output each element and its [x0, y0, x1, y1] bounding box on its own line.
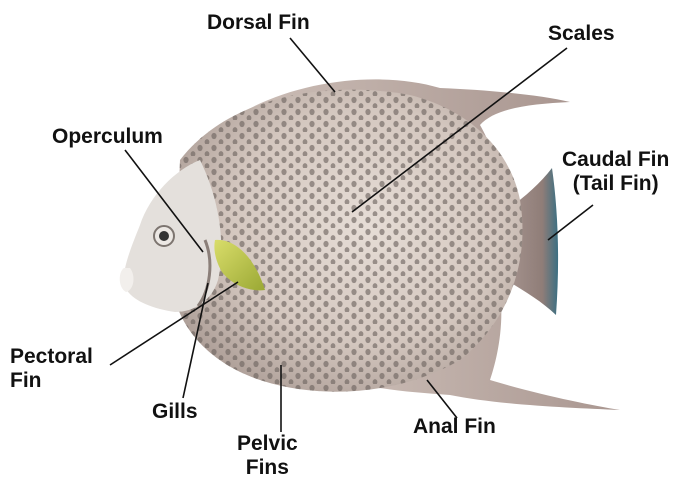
label-dorsal-fin: Dorsal Fin: [207, 11, 310, 35]
label-caudal-fin: Caudal Fin (Tail Fin): [562, 148, 669, 196]
label-pelvic-fins: Pelvic Fins: [237, 432, 298, 480]
label-scales: Scales: [548, 22, 615, 46]
leader-dorsal-fin: [290, 38, 335, 92]
label-operculum: Operculum: [52, 125, 163, 149]
label-gills: Gills: [152, 400, 198, 424]
label-pectoral-fin: Pectoral Fin: [10, 345, 93, 393]
label-anal-fin: Anal Fin: [413, 415, 496, 439]
